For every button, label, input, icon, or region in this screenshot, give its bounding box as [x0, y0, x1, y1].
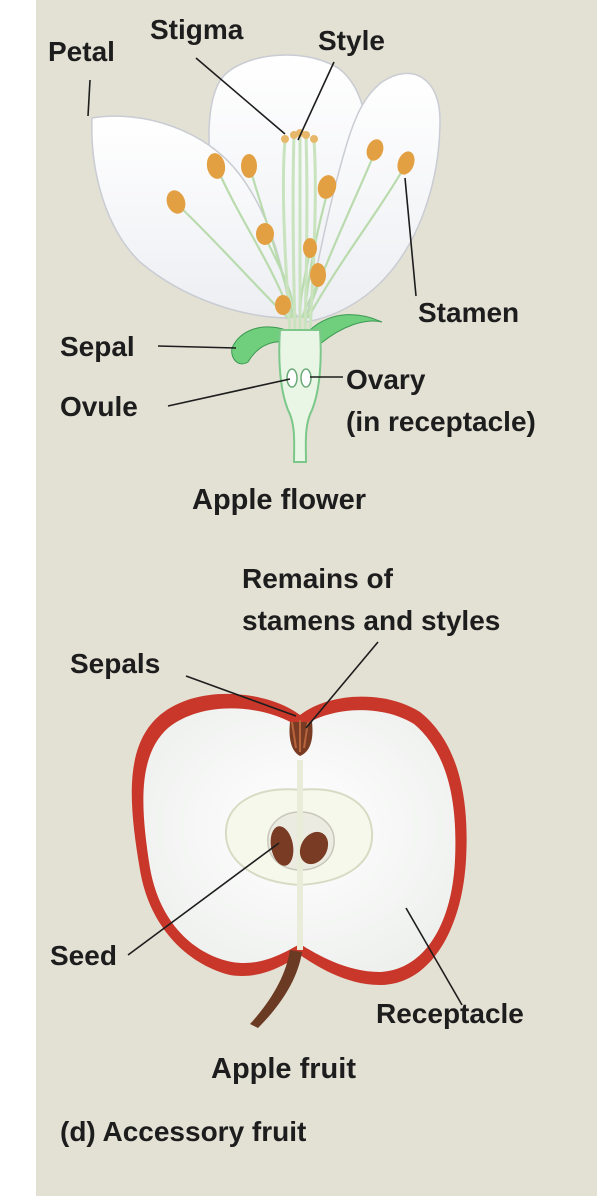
left-sepal: [231, 326, 289, 365]
anthers: [166, 139, 415, 315]
label-stigma: Stigma: [150, 14, 244, 45]
label-ovary: Ovary: [346, 364, 426, 395]
label-sepal: Sepal: [60, 331, 135, 362]
label-ovule: Ovule: [60, 391, 138, 422]
right-petal: [305, 72, 441, 323]
receptacle: [278, 329, 322, 463]
label-seed: Seed: [50, 940, 117, 971]
apple-fruit: [131, 693, 467, 1028]
label-ovary-note: (in receptacle): [346, 406, 536, 437]
label-stamen: Stamen: [418, 297, 520, 328]
apple-stem: [250, 950, 302, 1028]
apple-flower: [91, 54, 441, 463]
label-remains-line1: Remains of: [242, 563, 393, 594]
flower-leader-lines: [87, 57, 417, 407]
label-receptacle: Receptacle: [376, 998, 524, 1029]
label-style: Style: [318, 25, 385, 56]
fruit-leader-lines: [127, 641, 463, 1006]
label-sepals: Sepals: [70, 648, 161, 679]
label-petal: Petal: [48, 36, 115, 67]
caption-apple-fruit: Apple fruit: [211, 1053, 356, 1085]
label-remains-line2: stamens and styles: [242, 605, 501, 636]
ovules: [286, 368, 312, 388]
caption-apple-flower: Apple flower: [192, 484, 367, 516]
seed-left: [270, 826, 294, 866]
seed-right: [299, 831, 329, 865]
panel-caption: (d) Accessory fruit: [60, 1116, 307, 1147]
right-sepal: [309, 314, 383, 345]
